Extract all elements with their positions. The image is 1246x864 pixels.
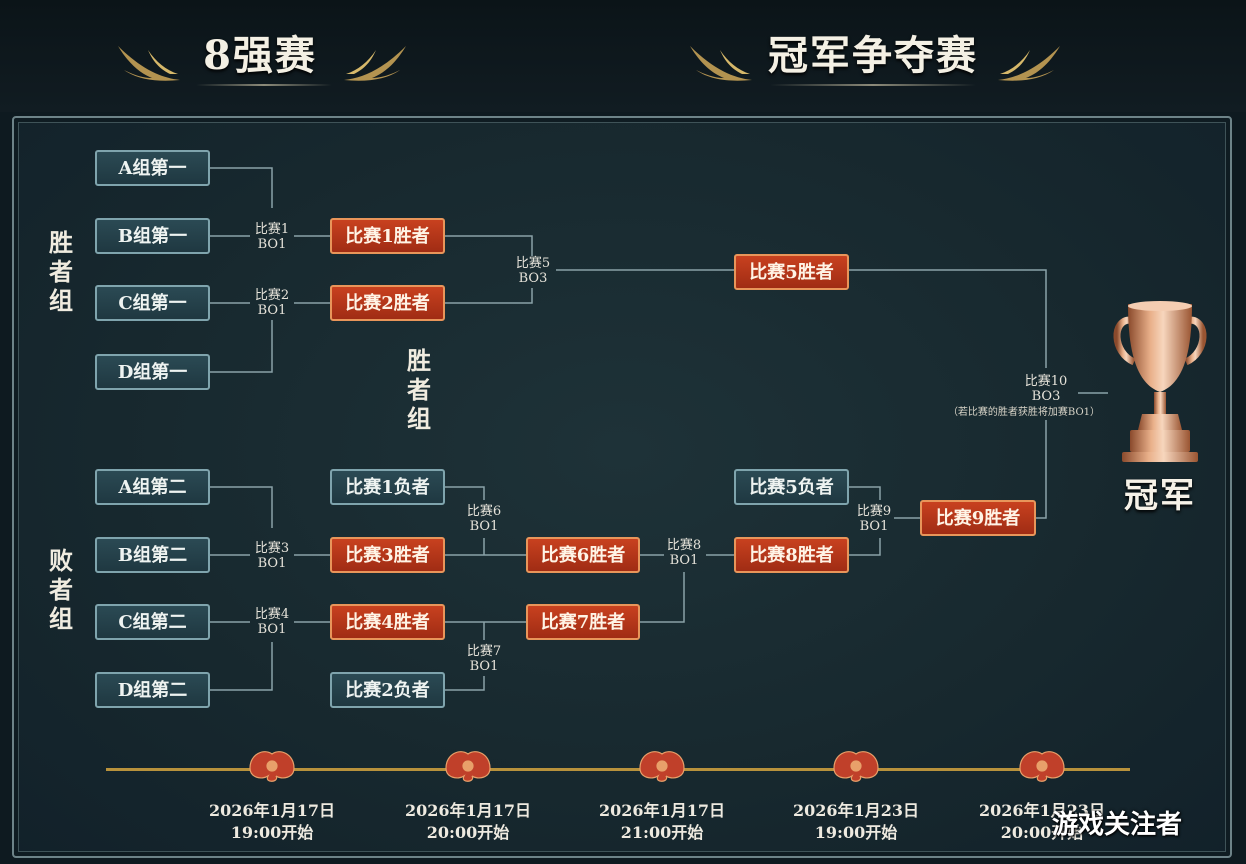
winner-match-5: 比赛5胜者 [734,254,849,290]
watermark-text: 游戏关注者 [1052,810,1183,840]
left-wing-ornament-icon [118,46,180,81]
winner-match-4: 比赛4胜者 [330,604,445,640]
team-c1: C组第一 [95,285,210,321]
winners-bracket-mid-label: 胜 者 组 [407,346,431,433]
team-d2: D组第二 [95,672,210,708]
championship-title: 冠军争夺赛 [768,32,978,79]
champion-label: 冠军 [1124,476,1196,516]
winner-match-2: 比赛2胜者 [330,285,445,321]
left-wing-ornament-icon [690,46,752,81]
winners-bracket-label: 胜 者 组 [49,228,73,315]
team-a2: A组第二 [95,469,210,505]
team-b2: B组第二 [95,537,210,573]
header-band [0,0,1246,112]
winner-match-1: 比赛1胜者 [330,218,445,254]
loser-match-2: 比赛2负者 [330,672,445,708]
championship-underline [770,84,976,86]
winner-match-7: 比赛7胜者 [526,604,640,640]
team-b1: B组第一 [95,218,210,254]
winner-match-6: 比赛6胜者 [526,537,640,573]
winner-match-8: 比赛8胜者 [734,537,849,573]
trophy-icon [1113,301,1207,462]
losers-bracket-label: 败 者 组 [49,546,73,633]
match-10-note: （若比赛的胜者获胜将加赛BO1） [947,407,1101,418]
team-a1: A组第一 [95,150,210,186]
round-of-8-title: 8强赛 [203,32,317,79]
loser-match-5: 比赛5负者 [734,469,849,505]
round-of-8-underline [196,84,332,86]
winner-match-9: 比赛9胜者 [920,500,1036,536]
winner-match-3: 比赛3胜者 [330,537,445,573]
right-wing-ornament-icon [998,46,1060,81]
loser-match-1: 比赛1负者 [330,469,445,505]
right-wing-ornament-icon [344,46,406,81]
team-c2: C组第二 [95,604,210,640]
team-d1: D组第一 [95,354,210,390]
